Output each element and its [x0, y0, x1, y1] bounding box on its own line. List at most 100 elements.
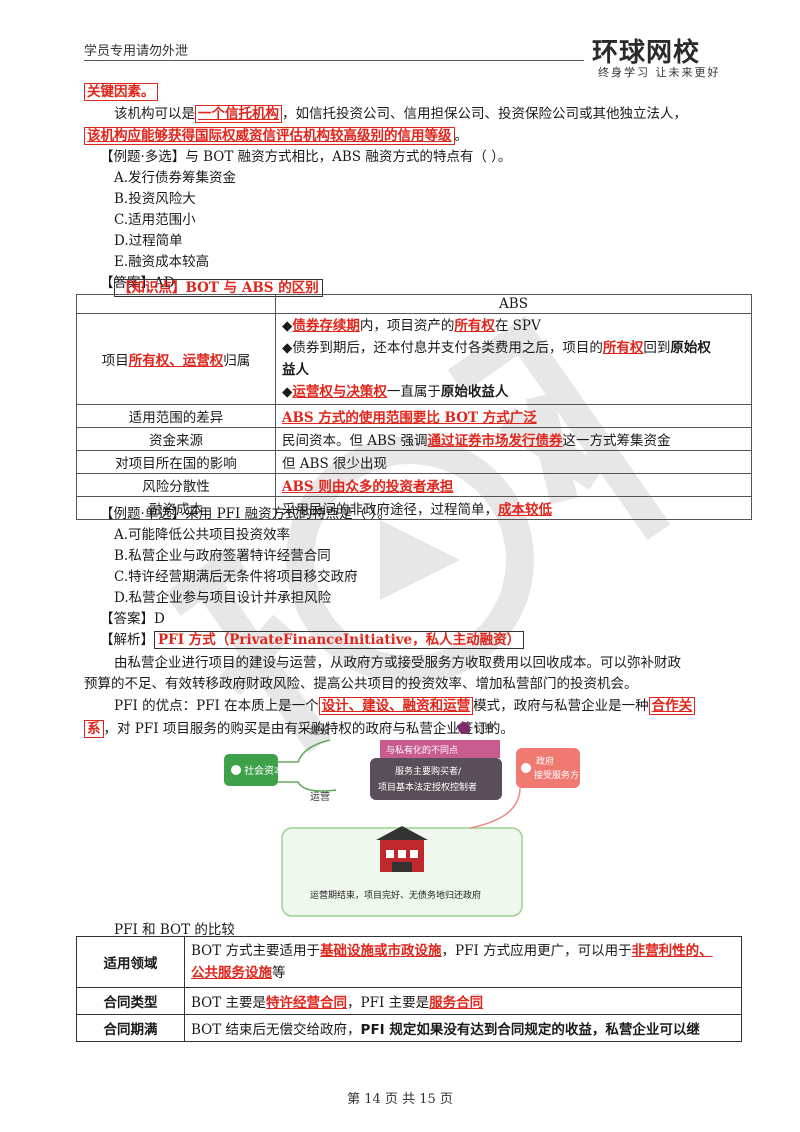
analysis-p2: PFI 的优点：PFI 在本质上是一个设计、建设、融资和运营模式，政府与私营企业… [114, 694, 696, 715]
trust-institution: 一个信托机构 [195, 105, 282, 123]
row-label-cost: 融资成本 [76, 496, 276, 520]
compare-value-expiry: BOT 结束后无偿交给政府，PFI 规定如果没有达到合同规定的收益，私营企业可以… [184, 1014, 742, 1042]
compare-key-scope: 适用领域 [76, 936, 185, 988]
public-service: 公共服务设施 [191, 965, 272, 981]
risk-value: ABS 则由众多的投资者承担 [282, 479, 454, 495]
bot-abs-table: ABS 项目所有权、运营权归属 ◆债券存续期内，项目资产的所有权在 SPV ◆债… [76, 294, 752, 520]
original-beneficiary: 原始收益人 [440, 384, 509, 400]
logo-title: 环球网校 [592, 38, 701, 68]
table-row: 项目所有权、运营权归属 ◆债券存续期内，项目资产的所有权在 SPV ◆债券到期后… [76, 313, 752, 405]
table-row: 合同期满 BOT 结束后无偿交给政府，PFI 规定如果没有达到合同规定的收益，私… [76, 1014, 742, 1042]
ownership: 所有权 [454, 318, 495, 334]
q2-option-c: C.特许经营期满后无条件将项目移交政府 [114, 569, 358, 585]
pay-icon [458, 722, 470, 734]
social-capital-box [224, 754, 278, 786]
r3-a: BOT 结束后无偿交给政府， [191, 1022, 361, 1038]
government-icon [521, 763, 531, 773]
q1-answer: 【答案】AD [100, 275, 175, 291]
key-factor: 关键因素。 [84, 83, 158, 101]
label-a: 项目 [101, 353, 129, 369]
l1-c: 内，项目资产的 [359, 318, 455, 334]
q2-option-b: B.私营企业与政府签署特许经营合同 [114, 548, 331, 564]
service-receiver-label: 接受服务方 [534, 769, 579, 781]
social-capital-label: 社会资本 [244, 764, 284, 777]
bullet: ◆ [282, 318, 293, 334]
build-label: 建设 [310, 724, 330, 737]
pfi-modes: 设计、建设、融资和运营 [318, 697, 474, 715]
p3-a: 系 [84, 720, 104, 738]
q1-option-d: D.过程简单 [114, 233, 183, 249]
row-label-impact: 对项目所在国的影响 [76, 450, 276, 474]
arrow-build [278, 739, 331, 763]
building-icon [376, 826, 428, 872]
knowledge-point-bot-abs: 【知识点】BOT 与 ABS 的区别 [114, 279, 323, 297]
para1-a: 该机构可以是 [114, 106, 195, 122]
p2-c: 模式，政府与私营企业是一种 [473, 698, 649, 714]
q2-option-a: A.可能降低公共项目投资效率 [114, 527, 291, 543]
l4-c: 一直属于 [386, 384, 441, 400]
cooperation-relation: 合作关 [648, 697, 696, 715]
diagram-bottom-label: 运营期结束，项目完好、无债务地归还政府 [310, 889, 481, 901]
q1-option-b: B.投资风险大 [114, 191, 196, 207]
pfi-diagram: 社会资本 建设 运营 与私有化的不同点 服务主要购买者/ 项目基本法定授权控制者… [224, 722, 580, 917]
q1-option-c: C.适用范围小 [114, 212, 196, 228]
row-value-ownership: ◆债券存续期内，项目资产的所有权在 SPV ◆债券到期后，还本付息并支付各类费用… [275, 313, 752, 405]
ownership-line-4: ◆运营权与决策权一直属于原始收益人 [282, 381, 745, 403]
key-factor-line: 关键因素。 [84, 80, 158, 101]
page-footer: 第 14 页 共 15 页 [347, 1092, 453, 1107]
social-icon [231, 765, 241, 775]
ownership-line-2: ◆债券到期后，还本付息并支付各类费用之后，项目的所有权回到原始权 [282, 337, 745, 359]
ownership-2: 所有权 [602, 340, 644, 356]
table-row: 适用领域 BOT 方式主要适用于基础设施或市政设施，PFI 方式应用更广，可以用… [76, 936, 742, 988]
row-label-risk: 风险分散性 [76, 473, 276, 497]
para2: 该机构应能够获得国际权威资信评估机构较高级别的信用等级。 [84, 124, 469, 145]
table-row: 风险分散性 ABS 则由众多的投资者承担 [76, 473, 752, 497]
cost-a: 采用民间的非政府途径，过程简单， [282, 502, 498, 518]
pfi-title: PFI 方式（PrivateFinanceInitiative，私人主动融资） [154, 631, 525, 649]
analysis-p1-l1: 由私营企业进行项目的建设与运营，从政府方或接受服务方收取费用以回收成本。可以弥补… [114, 655, 681, 671]
l2-c: 回到 [643, 340, 671, 356]
compare-value-contract: BOT 主要是特许经营合同，PFI 主要是服务合同 [184, 987, 742, 1015]
logo: 环球网校 终身学习 让未来更好 [592, 32, 732, 82]
service-box [370, 758, 502, 800]
service-contract: 服务合同 [429, 995, 484, 1011]
compare-value-scope: BOT 方式主要适用于基础设施或市政设施，PFI 方式应用更广，可以用于非营利性… [184, 936, 742, 988]
row-value-scope: ABS 方式的使用范围要比 BOT 方式广泛 [275, 404, 752, 428]
row-label-ownership: 项目所有权、运营权归属 [76, 313, 276, 405]
logo-subtitle: 终身学习 让未来更好 [598, 66, 721, 79]
service-line-2: 项目基本法定授权控制者 [378, 781, 477, 793]
p2-a: PFI 的优点：PFI 在本质上是一个 [114, 698, 319, 714]
q1-stem: 【例题·多选】与 BOT 融资方式相比，ABS 融资方式的特点有（ ）。 [100, 149, 512, 165]
r1-c: ，PFI 方式应用更广，可以用于 [441, 943, 632, 959]
l1-e: 在 SPV [494, 318, 541, 334]
table-row: 适用范围的差异 ABS 方式的使用范围要比 BOT 方式广泛 [76, 404, 752, 428]
ownership-line-1: ◆债券存续期内，项目资产的所有权在 SPV [282, 315, 745, 337]
analysis-p1-l2: 预算的不足、有效转移政府财政风险、提高公共项目的投资效率、增加私营部门的投资机会… [84, 676, 638, 692]
row-value-funding: 民间资本。但 ABS 强调通过证券市场发行债券这一方式筹集资金 [275, 427, 752, 451]
non-profit: 非营利性的、 [631, 943, 713, 959]
r2-a: BOT 主要是 [191, 995, 267, 1011]
private-tag-label: 与私有化的不同点 [386, 744, 458, 756]
operating-rights: 运营权与决策权 [292, 384, 387, 400]
row-value-cost: 采用民间的非政府途径，过程简单，成本较低 [275, 496, 752, 520]
pfi-bot-compare-table: 适用领域 BOT 方式主要适用于基础设施或市政设施，PFI 方式应用更广，可以用… [76, 936, 742, 1042]
table-row: ABS [76, 294, 752, 314]
infrastructure: 基础设施或市政设施 [320, 943, 442, 959]
private-tag-box [380, 740, 500, 758]
scope-value: ABS 方式的使用范围要比 BOT 方式广泛 [282, 410, 537, 426]
service-line-1: 服务主要购买者/ [395, 765, 462, 777]
analysis-label: 【解析】 [100, 632, 154, 648]
label-ownership-rights: 所有权、运营权 [128, 353, 224, 369]
table-row: 对项目所在国的影响 但 ABS 很少出现 [76, 450, 752, 474]
pay-label: 付费 [474, 722, 494, 735]
row-label-scope: 适用范围的差异 [76, 404, 276, 428]
table-row: 融资成本 采用民间的非政府途径，过程简单，成本较低 [76, 496, 752, 520]
arrow-operate [278, 781, 337, 792]
table-header-empty [76, 294, 276, 314]
compare-title: PFI 和 BOT 的比较 [114, 922, 235, 938]
label-c: 归属 [223, 353, 251, 369]
para1-c: ，如信托投资公司、信用担保公司、投资保险公司或其他独立法人， [282, 106, 687, 122]
para2-end: 。 [454, 128, 469, 144]
table-row: 合同类型 BOT 主要是特许经营合同，PFI 主要是服务合同 [76, 987, 742, 1015]
government-box [516, 748, 580, 788]
